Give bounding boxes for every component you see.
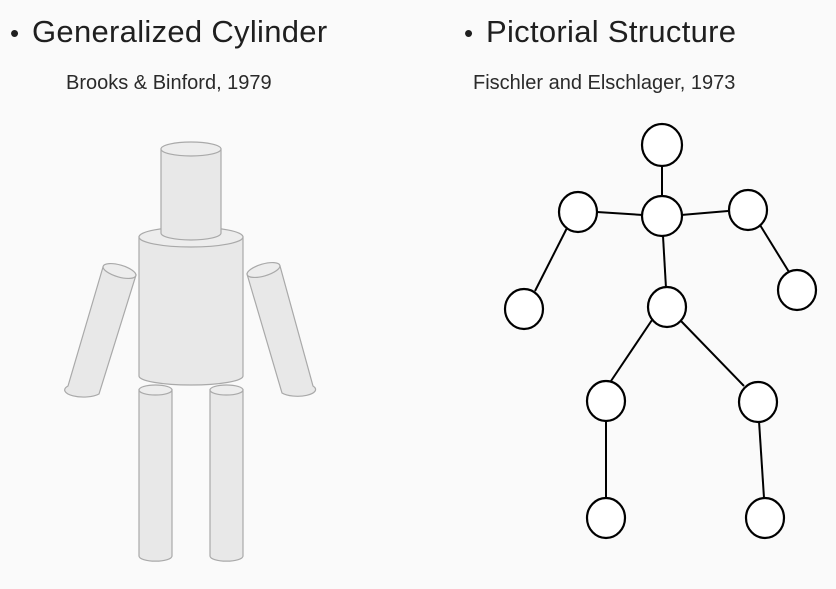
node-right-foot: [744, 496, 786, 540]
edge-pelvis-left-knee: [610, 319, 653, 382]
brooks-binford-citation: Brooks & Binford, 1979: [66, 72, 272, 94]
edge-neck-left-shoulder: [596, 211, 644, 216]
edge-right-knee-right-foot: [758, 420, 765, 499]
edge-left-shoulder-left-hand: [534, 225, 569, 292]
bullet: •: [10, 18, 20, 48]
right-arm-cylinder: [246, 261, 317, 397]
node-pelvis: [646, 285, 688, 329]
bullet: •: [464, 18, 474, 48]
edge-neck-pelvis: [662, 235, 667, 289]
generalized-cylinder-title: Generalized Cylinder: [32, 14, 328, 49]
head-cylinder: [160, 141, 222, 241]
node-neck: [640, 194, 684, 238]
left-arm-cylinder: [64, 262, 137, 398]
node-left-hand: [503, 287, 545, 331]
node-left-foot: [585, 496, 627, 540]
pictorial-structure-heading: • Pictorial Structure: [464, 14, 736, 50]
pictorial-structure-title: Pictorial Structure: [486, 14, 737, 49]
edge-neck-right-shoulder: [680, 210, 729, 216]
node-right-hand: [776, 268, 818, 312]
left-leg-cylinder: [138, 384, 173, 562]
right-leg-cylinder: [209, 384, 244, 562]
node-left-knee: [585, 379, 627, 423]
edge-pelvis-right-knee: [680, 320, 745, 387]
node-right-shoulder: [727, 188, 769, 232]
edge-right-shoulder-right-hand: [759, 224, 790, 273]
node-head: [640, 122, 684, 168]
generalized-cylinder-heading: • Generalized Cylinder: [10, 14, 327, 50]
node-left-shoulder: [557, 190, 599, 234]
node-right-knee: [737, 380, 779, 424]
fischler-elschlager-citation: Fischler and Elschlager, 1973: [473, 72, 736, 94]
